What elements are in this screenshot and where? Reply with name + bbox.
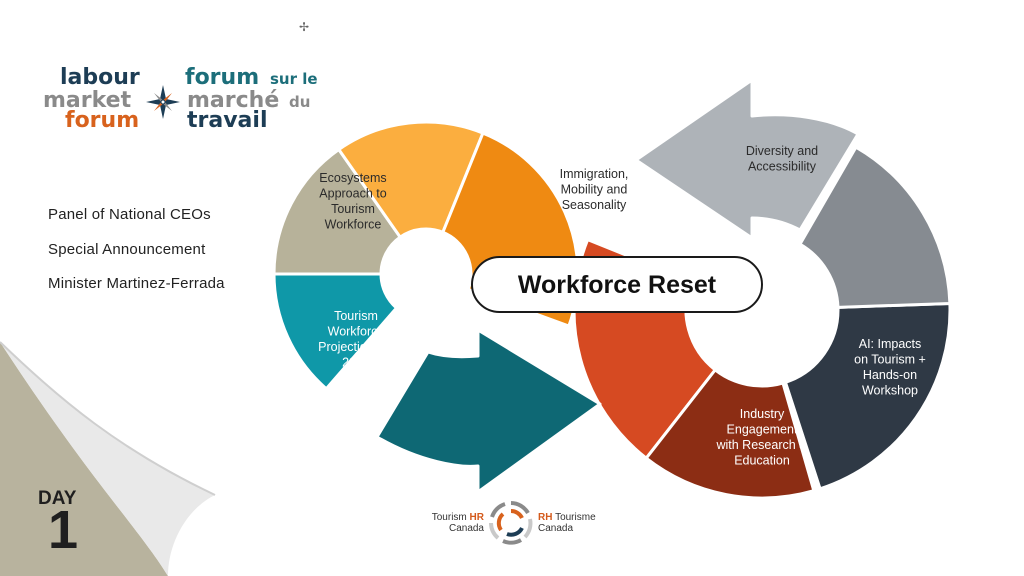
footer-tourisme: Tourisme [555, 512, 596, 523]
segment-industry-engagement [644, 368, 816, 500]
page-curl-edge [0, 341, 216, 496]
segment-diversity-accessibility [634, 78, 860, 240]
logo-market: market [43, 88, 132, 113]
label-line: Hands-on [863, 368, 917, 382]
center-label-pill [471, 256, 763, 313]
label-line: Projections to [318, 340, 394, 354]
label-line: Industry [740, 407, 785, 421]
label-line: with Research & [715, 438, 808, 452]
footer-logo-en: Tourism HR Canada [428, 512, 484, 534]
label-line: Diversity and [746, 144, 818, 158]
logo-forum-fr: forum [185, 65, 260, 90]
label-line: Seasonality [562, 198, 627, 212]
label-line: Tourism [331, 202, 375, 216]
page-curl-fill [0, 342, 168, 576]
page-curl-fold [0, 342, 215, 576]
label-line: Workshop [862, 384, 918, 398]
label-line: AI: Impacts [859, 337, 922, 351]
footer-logo-fr: RH Tourisme Canada [538, 512, 596, 534]
label-line: Mobility and [561, 183, 628, 197]
center-label: Workforce Reset [518, 271, 717, 299]
footer-tourism: Tourism [431, 512, 467, 523]
segment-ecosystems-approach [272, 147, 402, 276]
day-number: 1 [48, 500, 79, 560]
logo-labour: labour [60, 65, 140, 90]
label-line: Approach to [319, 187, 386, 201]
logo-travail: travail [187, 108, 268, 133]
sparkle-icon: ✢ [299, 20, 310, 34]
segment-teal-arrow [375, 328, 602, 494]
footer-canada-fr: Canada [538, 522, 574, 534]
day-label: DAY [38, 488, 77, 509]
logo-marche: marché [187, 88, 280, 113]
segment-tourism-workforce-projections [272, 272, 398, 391]
label-line: on Tourism + [854, 353, 926, 367]
label-line: 2040 [342, 356, 370, 370]
label-line: Tourism [334, 309, 378, 323]
segment-ai-impacts [783, 301, 952, 491]
label-line: Accessibility [748, 160, 817, 174]
logo-sur-le: sur le [270, 70, 318, 88]
footer-rh: RH [538, 512, 553, 523]
label-line: Workforce [325, 218, 382, 232]
label-line: Workforce [328, 325, 385, 339]
logo-forum-en: forum [65, 108, 140, 133]
segment-top-orange-segment [337, 120, 485, 239]
label-line: Education [734, 454, 790, 468]
agenda-item-minister: Minister Martinez-Ferrada [48, 275, 225, 292]
segment-right-grey-segment [798, 145, 952, 309]
agenda-item-panel: Panel of National CEOs [48, 206, 211, 223]
tourism-hr-mark-icon [489, 501, 533, 545]
page-curl-decoration [0, 341, 216, 576]
footer-canada-en: Canada [448, 522, 484, 534]
label-line: Ecosystems [319, 171, 386, 185]
agenda-item-announcement: Special Announcement [48, 241, 206, 258]
compass-rose-icon [146, 85, 180, 119]
logo-du: du [289, 93, 311, 111]
footer-hr: HR [469, 512, 484, 523]
label-line: Immigration, [560, 167, 629, 181]
label-line: Engagement [727, 423, 798, 437]
